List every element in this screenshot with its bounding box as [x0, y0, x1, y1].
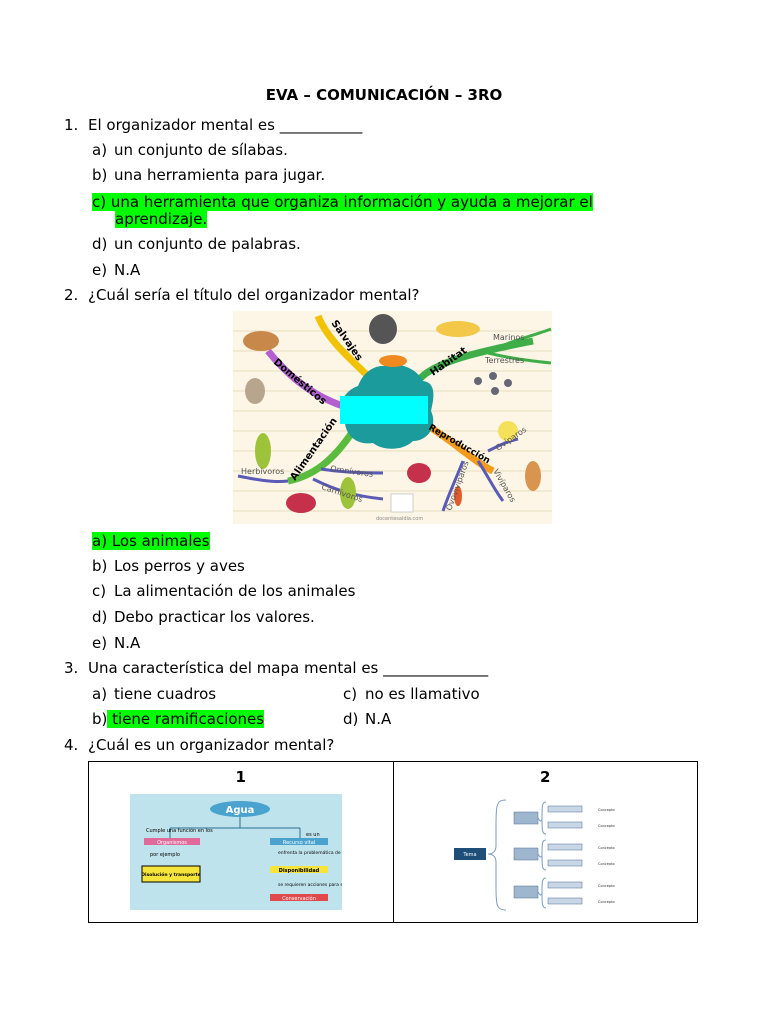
- concept-left-sublink: por ejemplo: [150, 852, 180, 858]
- concept-root: Agua: [226, 805, 255, 816]
- question-number: 3.: [64, 659, 79, 677]
- mind-map-image: Salvajes Hábitat Domésticos Alimentación…: [233, 311, 552, 524]
- option-text: [107, 532, 112, 550]
- concept-right-link: es un: [306, 832, 320, 838]
- question-text: Una característica del mapa mental es __…: [88, 659, 489, 677]
- option-letter: d): [92, 608, 108, 626]
- option-letter: b): [92, 557, 108, 575]
- option-1d[interactable]: d) un conjunto de palabras.: [92, 235, 301, 253]
- svg-text:Concepto: Concepto: [598, 824, 615, 828]
- svg-text:Concepto: Concepto: [598, 884, 615, 888]
- option-text: Debo practicar los valores.: [114, 608, 315, 626]
- question-number: 1.: [64, 116, 79, 134]
- option-text: N.A: [114, 261, 141, 279]
- option-text: tiene cuadros: [114, 685, 217, 703]
- option-text: N.A: [114, 634, 141, 652]
- options-grid: 1 Agua Cumple una función en los Organis…: [88, 761, 698, 923]
- option-letter: c): [92, 193, 107, 211]
- question-3: 3. Una característica del mapa mental es …: [64, 659, 488, 677]
- svg-text:Concepto: Concepto: [598, 900, 615, 904]
- svg-text:Concepto: Concepto: [598, 862, 615, 866]
- leaf-label-herbivoros: Herbívoros: [241, 467, 284, 476]
- option-3a[interactable]: a) tiene cuadros: [92, 685, 216, 703]
- option-text: no es llamativo: [365, 685, 480, 703]
- option-2c[interactable]: c) La alimentación de los animales: [92, 582, 355, 600]
- question-2: 2. ¿Cuál sería el título del organizador …: [64, 286, 420, 304]
- option-3b-correct[interactable]: b) tiene ramificaciones: [92, 710, 265, 728]
- mind-map-footer: docentesaldia.com: [376, 516, 423, 522]
- concept-left-link: Cumple una función en los: [146, 827, 213, 834]
- concept-right-node: Recurso vital: [283, 840, 315, 846]
- cell-number: 1: [235, 768, 246, 786]
- option-letter: a): [92, 685, 108, 703]
- question-text: El organizador mental es ___________: [88, 116, 363, 134]
- option-letter: b): [92, 710, 108, 728]
- question-number: 2.: [64, 286, 79, 304]
- option-letter: c): [343, 685, 358, 703]
- option-letter: a): [92, 532, 108, 550]
- svg-text:Concepto: Concepto: [598, 846, 615, 850]
- option-letter: b): [92, 166, 108, 184]
- option-1c-continuation: aprendizaje.: [115, 210, 208, 228]
- option-letter: e): [92, 261, 108, 279]
- option-letter: d): [343, 710, 359, 728]
- option-2a-correct[interactable]: a) Los animales: [92, 532, 210, 550]
- page-title: EVA – COMUNICACIÓN – 3RO: [265, 86, 503, 104]
- leaf-label-marinos: Marinos: [493, 333, 524, 342]
- option-1b[interactable]: b) una herramienta para jugar.: [92, 166, 325, 184]
- option-text: una herramienta que organiza información…: [106, 193, 593, 211]
- option-3c[interactable]: c) no es llamativo: [343, 685, 480, 703]
- concept-map-image: Agua Cumple una función en los Organismo…: [130, 794, 342, 910]
- question-4: 4. ¿Cuál es un organizador mental?: [64, 736, 334, 754]
- concept-right-sublink1: enfrenta la problemática de: [278, 849, 341, 856]
- option-2e[interactable]: e) N.A: [92, 634, 140, 652]
- option-text: La alimentación de los animales: [114, 582, 356, 600]
- option-text: N.A: [365, 710, 392, 728]
- option-3d[interactable]: d) N.A: [343, 710, 391, 728]
- option-text: Los perros y aves: [114, 557, 245, 575]
- bracket-root: Tema: [462, 852, 476, 858]
- option-text: Los animales: [111, 532, 210, 550]
- concept-right-subnode2: Conservación: [282, 895, 316, 902]
- option-letter: a): [92, 141, 108, 159]
- svg-text:Concepto: Concepto: [598, 808, 615, 812]
- option-text-line2: aprendizaje.: [115, 210, 208, 228]
- question-text: ¿Cuál sería el título del organizador me…: [88, 286, 420, 304]
- concept-right-subnode1: Disponibilidad: [279, 868, 320, 874]
- leaf-label-terrestres: Terrestres: [484, 356, 524, 365]
- option-1e[interactable]: e) N.A: [92, 261, 140, 279]
- option-letter: c): [92, 582, 107, 600]
- option-2d[interactable]: d) Debo practicar los valores.: [92, 608, 315, 626]
- option-text: un conjunto de sílabas.: [114, 141, 288, 159]
- concept-right-sublink2: se requieren acciones para su: [278, 882, 342, 888]
- option-text: tiene ramificaciones: [107, 710, 265, 728]
- grid-cell-1[interactable]: 1 Agua Cumple una función en los Organis…: [88, 761, 394, 923]
- question-text: ¿Cuál es un organizador mental?: [88, 736, 335, 754]
- option-letter: e): [92, 634, 108, 652]
- cell-number: 2: [540, 768, 551, 786]
- option-text: un conjunto de palabras.: [114, 235, 301, 253]
- question-number: 4.: [64, 736, 79, 754]
- option-2b[interactable]: b) Los perros y aves: [92, 557, 245, 575]
- option-1a[interactable]: a) un conjunto de sílabas.: [92, 141, 288, 159]
- concept-left-node: Organismos: [157, 840, 187, 846]
- question-1: 1. El organizador mental es ___________: [64, 116, 362, 134]
- option-1c-correct[interactable]: c) una herramienta que organiza informac…: [92, 193, 622, 211]
- option-text: una herramienta para jugar.: [114, 166, 326, 184]
- option-letter: d): [92, 235, 108, 253]
- concept-left-subnode: Disolución y transporte: [141, 871, 200, 878]
